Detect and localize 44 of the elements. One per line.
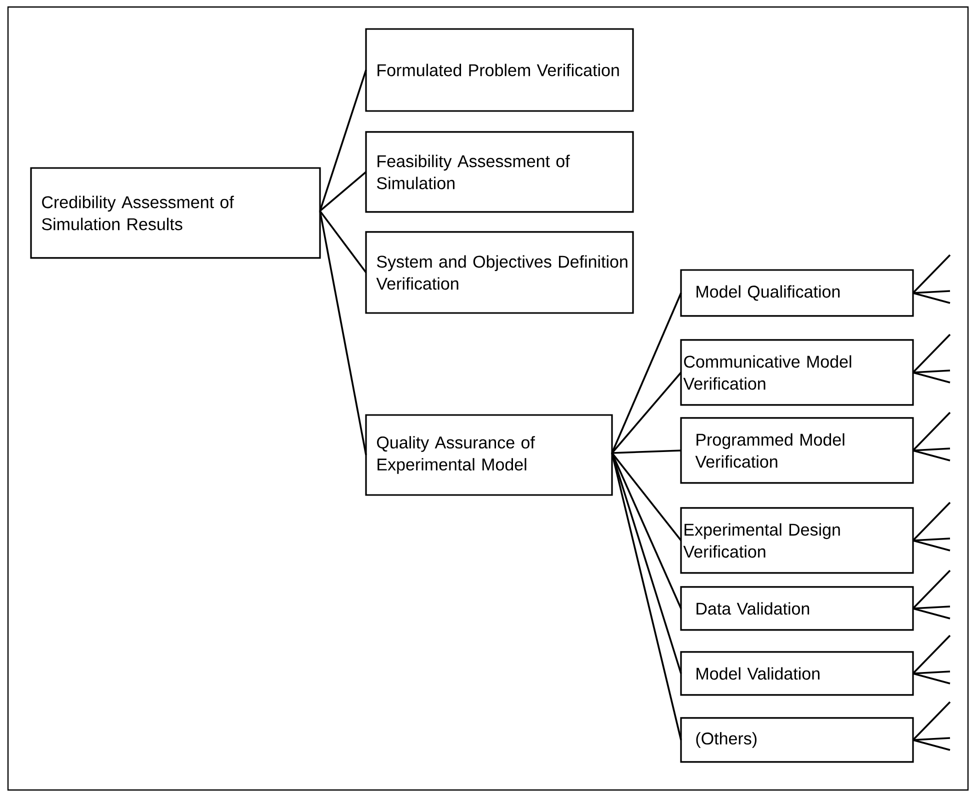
process-box: (Others) <box>680 717 914 763</box>
fan-line <box>912 254 951 294</box>
process-box: Credibility Assessment of Simulation Results <box>30 167 321 259</box>
fan-line <box>912 370 950 374</box>
process-box: Model Validation <box>680 651 914 696</box>
process-box: Model Qualification <box>680 269 914 317</box>
fan-line <box>912 672 950 684</box>
fan-line <box>912 608 950 620</box>
fan-line <box>912 372 950 384</box>
connector-line <box>319 171 367 212</box>
process-box: Experimental Design Verification <box>680 507 914 574</box>
connector-line <box>319 210 367 456</box>
process-box: Formulated Problem Verification <box>365 28 634 112</box>
fan-line <box>912 450 950 462</box>
process-box: Programmed Model Verification <box>680 417 914 484</box>
connector-line <box>611 372 682 454</box>
fan-line <box>912 701 951 741</box>
fan-line <box>912 570 951 610</box>
connector-line <box>611 452 682 609</box>
connector-line <box>611 452 682 674</box>
connector-line <box>611 452 682 542</box>
connector-line <box>319 210 367 274</box>
fan-line <box>912 448 950 452</box>
connector-line <box>611 292 682 454</box>
fan-line <box>912 290 950 294</box>
fan-line <box>912 502 951 542</box>
process-box: Data Validation <box>680 586 914 631</box>
fan-line <box>912 737 950 741</box>
connector-line <box>611 452 682 740</box>
connector-line <box>319 70 367 212</box>
process-box: Communicative Model Verification <box>680 339 914 406</box>
fan-line <box>912 606 950 610</box>
fan-line <box>912 412 951 452</box>
fan-line <box>912 538 950 542</box>
fan-line <box>912 292 950 304</box>
fan-line <box>912 334 951 374</box>
process-box: System and Objectives Definition Verification <box>365 231 634 314</box>
fan-line <box>912 540 950 552</box>
fan-line <box>912 634 951 674</box>
process-box: Quality Assurance of Experimental Model <box>365 414 613 496</box>
process-box: Feasibility Assessment of Simulation <box>365 131 634 213</box>
fan-line <box>912 670 950 674</box>
connector-line <box>612 450 682 454</box>
fan-line <box>912 739 950 751</box>
